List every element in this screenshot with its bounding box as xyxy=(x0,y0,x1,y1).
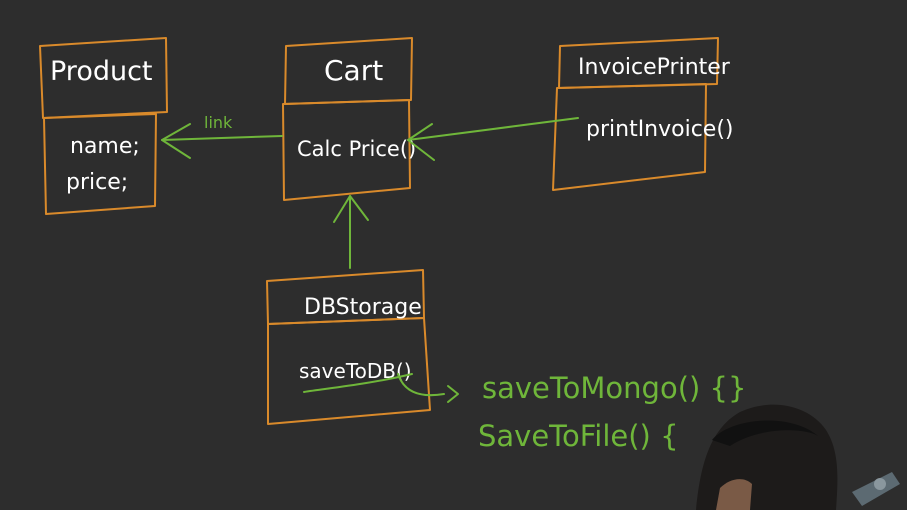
cart-product-association: link xyxy=(161,113,283,159)
invoice-body-box xyxy=(552,83,707,191)
cart-header-box xyxy=(284,37,413,105)
product-field-name: name; xyxy=(70,134,140,159)
cart-body-box xyxy=(282,99,411,201)
db-storage-class: DBStorage saveToDB() xyxy=(266,269,431,425)
product-class-name: Product xyxy=(50,56,153,87)
db-body-box xyxy=(267,317,431,425)
cart-method: Calc Price() xyxy=(297,137,416,161)
db-class-name: DBStorage xyxy=(304,295,422,320)
cart-class-name: Cart xyxy=(324,54,383,87)
note-save-to-file: SaveToFile() { xyxy=(478,419,679,453)
cart-to-product-arrow xyxy=(161,135,283,141)
invoice-cart-dependency xyxy=(407,117,579,161)
invoice-printer-class: InvoicePrinter printInvoice() xyxy=(552,37,734,191)
association-label: link xyxy=(204,113,233,132)
db-extension-arrowhead xyxy=(447,385,459,403)
invoice-to-cart-arrow xyxy=(407,117,579,141)
db-to-cart-arrowhead xyxy=(333,195,369,223)
invoice-to-cart-arrowhead xyxy=(407,123,435,161)
db-method: saveToDB() xyxy=(299,359,412,383)
microphone-icon xyxy=(852,472,900,506)
db-cart-dependency xyxy=(333,195,369,269)
cart-to-product-arrowhead xyxy=(161,123,191,159)
product-field-price: price; xyxy=(66,170,128,195)
product-class: Product name; price; xyxy=(39,37,168,215)
invoice-method: printInvoice() xyxy=(586,117,734,142)
product-body-box xyxy=(43,113,157,215)
db-extension-arrow xyxy=(397,373,445,397)
product-header-box xyxy=(39,37,168,119)
note-save-to-mongo: saveToMongo() {} xyxy=(482,371,746,405)
invoice-header-box xyxy=(558,37,719,89)
invoice-class-name: InvoicePrinter xyxy=(578,55,731,80)
cart-class: Cart Calc Price() xyxy=(282,37,416,201)
presenter-silhouette xyxy=(696,404,838,510)
